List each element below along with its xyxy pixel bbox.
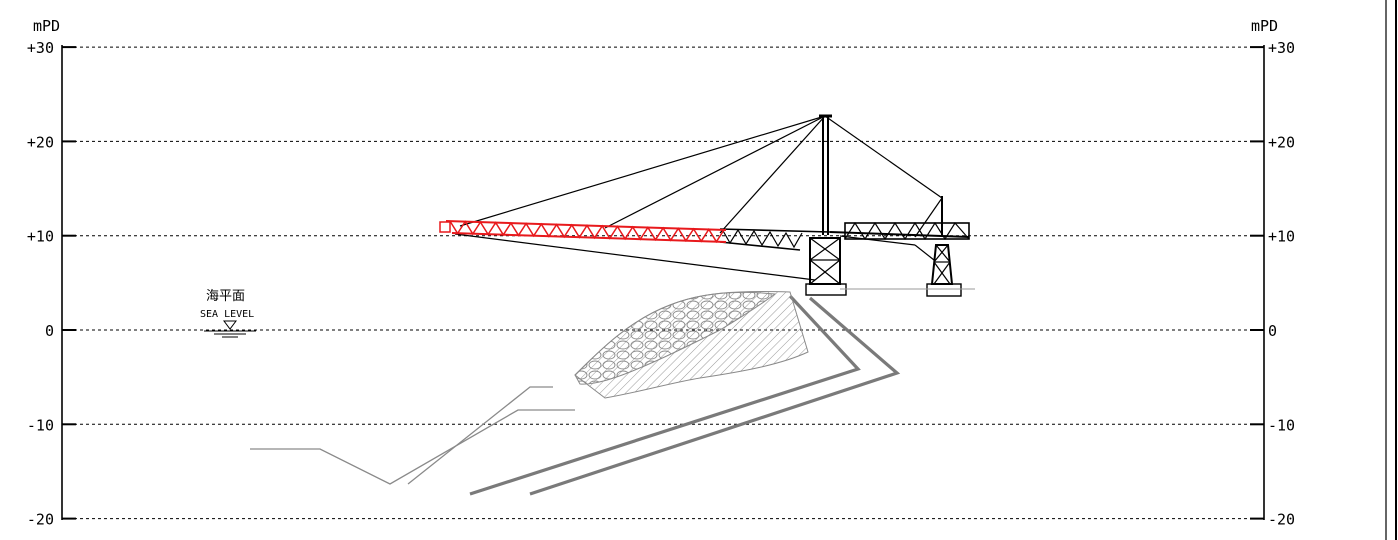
- counter-jib-truss: [829, 221, 970, 241]
- level-label-left: -10: [27, 416, 54, 434]
- crane-boom-red: [439, 220, 727, 244]
- level-label-left: +30: [27, 39, 54, 57]
- left-unit-label: mPD: [33, 17, 60, 35]
- rock-armour-mound: [574, 290, 809, 399]
- level-label-left: -20: [27, 511, 54, 529]
- sea-level-label-en: SEA LEVEL: [200, 309, 254, 320]
- level-gridlines: +30 +30 +20 +20 +10 +10 0 0 -10 -10 -20 -20: [27, 39, 1295, 528]
- right-unit-label: mPD: [1251, 17, 1278, 35]
- sea-level-marker: 海平面 SEA LEVEL: [200, 289, 256, 338]
- level-label-right: -10: [1268, 416, 1295, 434]
- level-label-right: +20: [1268, 133, 1295, 151]
- level-label-right: -20: [1268, 511, 1295, 529]
- sea-level-triangle-icon: [223, 320, 237, 330]
- level-label-right: +10: [1268, 228, 1295, 246]
- crane: [454, 114, 975, 297]
- crane-portal-rear: [926, 244, 962, 297]
- seawall-trench-lines: [469, 294, 901, 496]
- level-label-left: +10: [27, 228, 54, 246]
- level-label-left: 0: [45, 322, 54, 340]
- crane-boom-black: [719, 228, 831, 251]
- level-label-right: 0: [1268, 322, 1277, 340]
- crane-portal-main: [805, 237, 847, 296]
- seabed-profile: [250, 386, 575, 485]
- level-label-right: +30: [1268, 39, 1295, 57]
- level-label-left: +20: [27, 133, 54, 151]
- sea-level-label-cn: 海平面: [206, 289, 245, 304]
